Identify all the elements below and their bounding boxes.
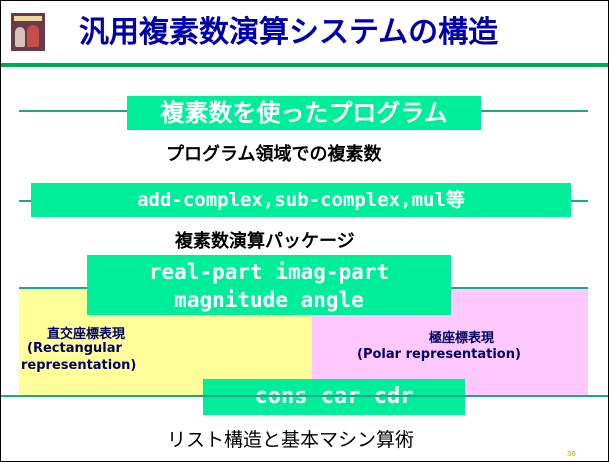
selector-box: real-part imag-part magnitude angle (87, 255, 451, 315)
polar-sub: (Polar representation) (357, 347, 521, 362)
rectangular-sub-2: representation) (21, 358, 137, 373)
page-number: 36 (567, 450, 576, 458)
operations-box: add-complex,sub-complex,mul等 (31, 183, 571, 217)
slide-title: 汎用複素数演算システムの構造 (79, 15, 499, 50)
machine-layer-label: リスト構造と基本マシン算術 (167, 429, 415, 451)
package-label: 複素数演算パッケージ (175, 231, 355, 252)
program-domain-label: プログラム領域での複素数 (166, 144, 382, 165)
list-ops-box: cons car cdr (203, 379, 465, 415)
polar-title: 極座標表現 (429, 331, 495, 346)
rectangular-title: 直交座標表現 (47, 327, 126, 342)
book-cover-thumbnail (11, 13, 45, 51)
title-underline (1, 63, 608, 67)
selector-line-1: real-part imag-part (148, 260, 390, 284)
selector-line-2: magnitude angle (174, 288, 364, 312)
rectangular-sub-1: (Rectangular (27, 341, 122, 356)
bottom-separator (1, 395, 608, 397)
program-box: 複素数を使ったプログラム (127, 96, 481, 130)
